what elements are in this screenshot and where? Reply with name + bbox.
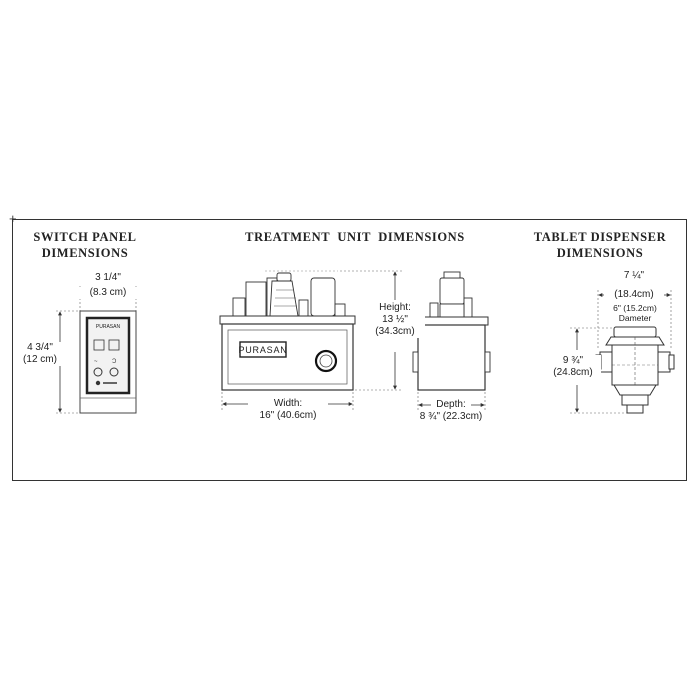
svg-text:~: ~ [94,359,98,365]
switch-panel-indicator [108,339,120,351]
treatment-unit-width-value: 16" (40.6cm) [259,410,317,421]
treatment-unit-brand-plate [239,341,287,358]
tablet-dispenser-heading-line2: DIMENSIONS [556,246,644,260]
switch-panel-drawing: ~ Ɔ [56,286,137,414]
switch-panel-heading: SWITCH PANEL DIMENSIONS [20,229,150,261]
diagram-frame [12,219,687,481]
tablet-dispenser-heading-line1: TABLET DISPENSER [533,230,667,244]
tablet-dispenser-width-cm: (18.4cm) [604,289,664,301]
tablet-dispenser-height-label: 9 ¾" (24.8cm) [545,355,601,379]
switch-panel-indicator [93,339,105,351]
tablet-dispenser-heading: TABLET DISPENSER DIMENSIONS [515,229,685,261]
treatment-unit-height-cm: (34.3cm) [375,326,415,337]
switch-panel-heading-line1: SWITCH PANEL [33,230,137,244]
treatment-unit-width-title: Width: [248,398,328,410]
tablet-dispenser-height-cm: (24.8cm) [553,367,593,378]
switch-panel-heading-line2: DIMENSIONS [41,246,129,260]
switch-panel-face [85,316,131,395]
treatment-unit-side-drawing [412,271,491,410]
switch-panel-height-in: 4 3/4" [27,342,53,353]
switch-panel-button [93,367,103,377]
switch-panel-brand: PURASAN [95,324,121,330]
switch-panel-height-cm: (12 cm) [23,354,57,365]
treatment-unit-brand: PURASAN [238,345,287,355]
switch-panel-button [109,367,119,377]
treatment-unit-depth-title: Depth: [431,399,471,411]
treatment-unit-side-body [417,324,486,391]
tablet-dispenser-height-in: 9 ¾" [562,355,584,366]
svg-text:Ɔ: Ɔ [112,359,117,365]
switch-panel-width-cm: (8.3 cm) [68,287,148,299]
treatment-unit-depth-value: 8 ¾" (22.3cm) [419,411,483,422]
treatment-unit-heading: TREATMENT UNIT DIMENSIONS [245,230,465,244]
switch-panel-width-label: 3 1/4" [68,272,148,284]
treatment-unit-height-in: 13 ½" [382,314,408,325]
corner-mark: + [9,211,17,226]
tablet-dispenser-diameter-label: Dameter [605,314,665,323]
switch-panel-width-in: 3 1/4" [95,272,121,283]
treatment-unit-height-label: Height: 13 ½" (34.3cm) [365,302,425,338]
switch-panel-height-label: 4 3/4" (12 cm) [15,342,65,366]
tablet-dispenser-width-in: 7 ¼" [623,270,645,281]
treatment-unit-front-drawing: PURASAN [219,270,402,410]
tablet-dispenser-diameter-value: 6" (15.2cm) [613,303,657,313]
treatment-unit-height-title: Height: [379,302,411,313]
